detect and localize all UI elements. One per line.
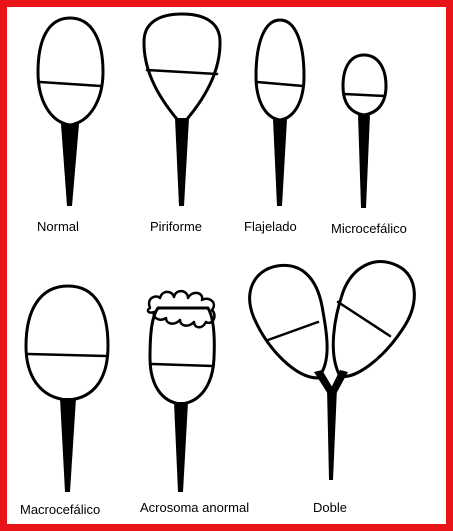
tail-normal (61, 124, 79, 206)
tail-acrosoma-anormal (174, 402, 188, 492)
head-macrocefalico (26, 286, 108, 400)
label-macrocefalico: Macrocefálico (20, 503, 100, 516)
sperm-flajelado (256, 20, 304, 206)
label-normal: Normal (37, 220, 79, 233)
tail-microcefalico (358, 114, 370, 208)
acrosome-line-acrosoma-anormal (152, 364, 213, 366)
tail-doble (327, 388, 337, 480)
label-acrosoma-anormal: Acrosoma anormal (140, 501, 249, 514)
label-microcefalico: Microcefálico (331, 222, 407, 235)
tail-piriforme (175, 118, 189, 206)
head-flajelado (256, 20, 304, 120)
acrosome-line-macrocefalico (28, 354, 106, 356)
head-doble-right (333, 262, 414, 377)
head-microcefalico (343, 55, 386, 115)
sperm-normal (38, 18, 103, 206)
tail-flajelado (273, 119, 287, 206)
sperm-acrosoma-anormal (148, 291, 215, 492)
label-piriforme: Piriforme (150, 220, 202, 233)
acrosome-line-doble-left (268, 322, 318, 340)
sperm-microcefalico (343, 55, 386, 208)
label-doble: Doble (313, 501, 347, 514)
acrosome-line-flajelado (257, 82, 303, 86)
acrosome-line-doble-right (338, 302, 390, 336)
acrosome-line-normal (40, 82, 101, 86)
acrosome-line-piriforme (147, 70, 217, 74)
sperm-doble (250, 262, 415, 480)
acrosome-line-microcefalico (344, 94, 385, 96)
sperm-macrocefalico (26, 286, 108, 492)
head-normal (38, 18, 103, 125)
sperm-piriforme (144, 14, 220, 206)
tail-macrocefalico (60, 398, 76, 492)
label-flajelado: Flajelado (244, 220, 297, 233)
